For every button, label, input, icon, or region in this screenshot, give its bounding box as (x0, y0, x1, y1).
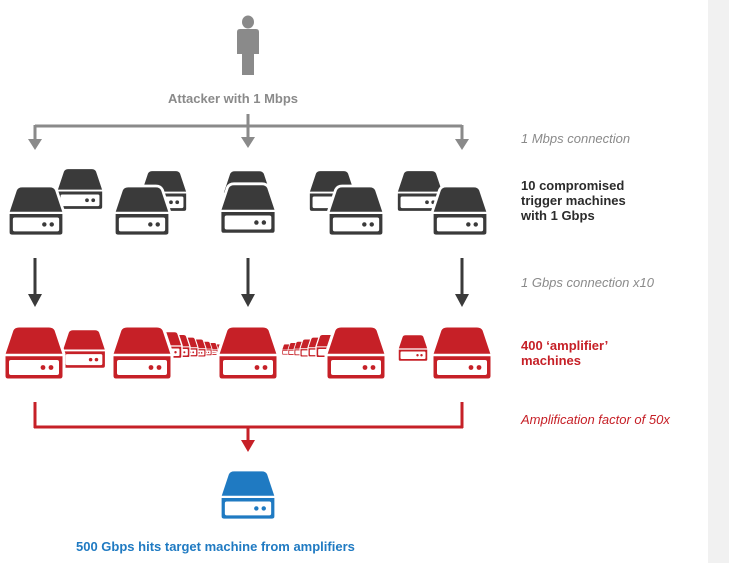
trigger-label-line: 10 compromised (521, 178, 625, 193)
attacker-connection-note: 1 Mbps connection (521, 131, 631, 146)
amplifier-label-line: 400 ‘amplifier’ (521, 338, 609, 353)
trigger-connection-note: 1 Gbps connection x10 (521, 275, 654, 290)
server-icon (2, 324, 66, 382)
target-label: 500 Gbps hits target machine from amplif… (76, 539, 355, 554)
trigger-machines (6, 166, 490, 238)
amplification-factor-note: Amplification factor of 50x (521, 412, 670, 427)
arrow-down-icon (455, 294, 469, 307)
side-panel (708, 0, 729, 563)
arrow-down-icon (28, 139, 42, 150)
arrow-down-icon (455, 139, 469, 150)
server-icon (430, 184, 490, 238)
server-icon (326, 184, 386, 238)
target-machine (218, 468, 278, 522)
arrow-down-icon (241, 294, 255, 307)
trigger-label-line: with 1 Gbps (521, 208, 595, 223)
person-icon (237, 15, 259, 75)
amplifier-connector (33, 402, 464, 442)
attacker-connector (33, 114, 464, 141)
server-icon (430, 324, 494, 382)
trigger-machines-label: 10 compromised trigger machines with 1 G… (521, 178, 626, 223)
attacker-label: Attacker with 1 Mbps (168, 91, 299, 106)
arrow-down-icon (241, 440, 255, 452)
server-icon (6, 184, 66, 238)
amplifier-label-line: machines (521, 353, 581, 368)
amplifier-machines (2, 324, 494, 382)
server-icon (112, 184, 172, 238)
server-icon (324, 324, 388, 382)
server-icon (110, 324, 174, 382)
server-icon (218, 182, 278, 236)
trigger-label-line: trigger machines (521, 193, 626, 208)
arrow-down-icon (241, 137, 255, 148)
server-icon (397, 333, 429, 363)
server-icon (60, 328, 108, 370)
arrow-down-icon (28, 294, 42, 307)
server-icon (55, 166, 105, 212)
server-icon (218, 468, 278, 522)
server-icon (216, 324, 280, 382)
amplifier-machines-label: 400 ‘amplifier’ machines (521, 338, 608, 368)
trigger-connector (33, 258, 464, 296)
